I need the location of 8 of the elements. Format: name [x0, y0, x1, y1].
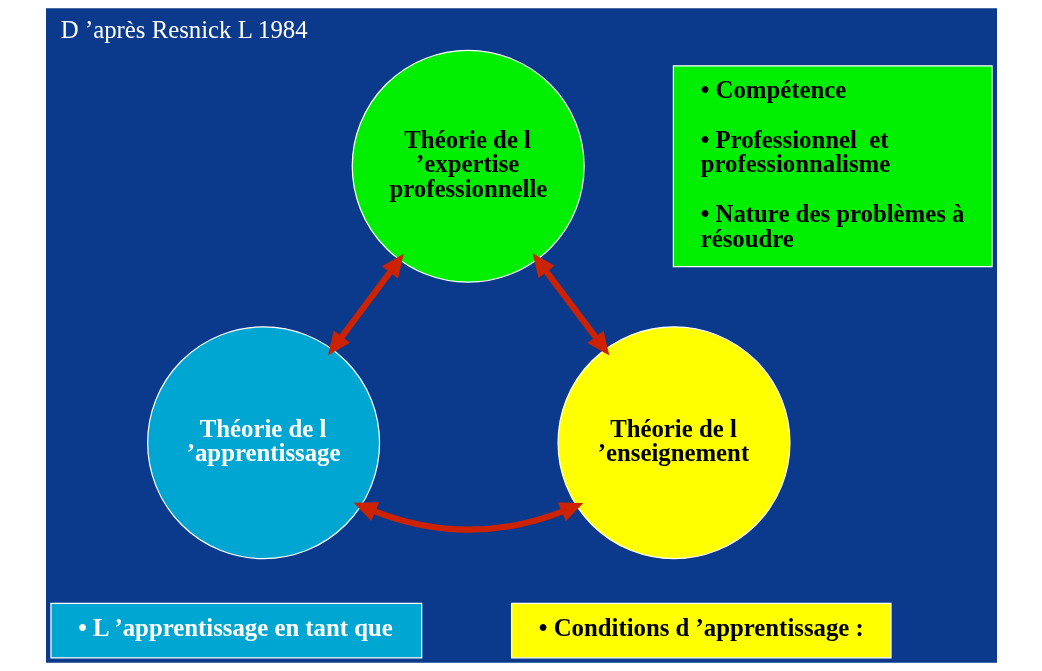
node-box: • Conditions d ’apprentissage :	[510, 602, 892, 659]
diagram-title: D ’après Resnick L 1984	[60, 15, 308, 43]
node-box: • Compétence • Professionnel et professionnalisme • Nature des problèmes à résoudre	[672, 65, 993, 268]
arrow	[532, 253, 609, 356]
node-box: • L ’apprentissage en tant que	[49, 602, 422, 659]
arrow	[353, 502, 583, 533]
arrow	[327, 253, 404, 356]
node-circle: Théorie de l ’expertise professionnelle	[351, 49, 585, 283]
